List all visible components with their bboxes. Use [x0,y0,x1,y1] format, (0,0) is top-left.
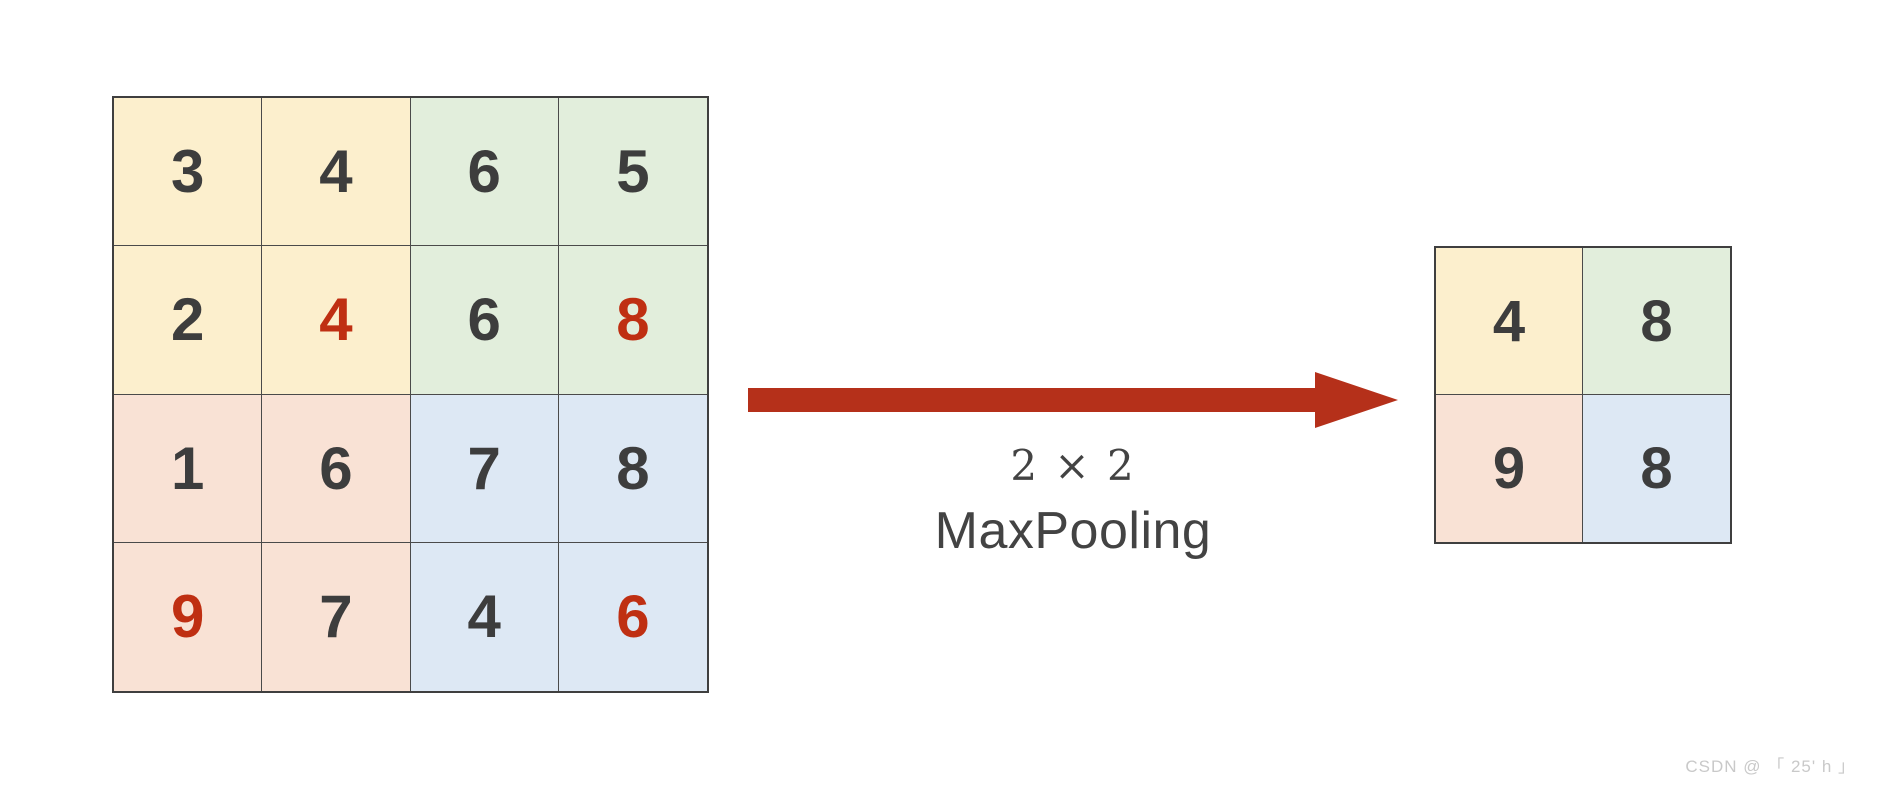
watermark: CSDN @ 「 25' h 」 [1685,757,1856,776]
input-matrix-cell: 6 [262,394,411,543]
input-matrix-cell-value: 4 [467,583,501,651]
output-matrix-cell: 9 [1436,395,1583,542]
output-matrix-cell-value: 8 [1640,288,1673,354]
input-matrix-cell: 8 [558,246,707,395]
input-matrix-cell: 4 [262,246,411,395]
input-matrix-cell-value: 8 [616,286,650,354]
input-matrix-cell-value: 6 [467,138,501,206]
input-matrix-cell-value: 6 [319,434,353,502]
input-matrix-cell: 3 [114,98,263,247]
input-matrix-cell-value: 9 [170,583,205,651]
output-matrix-cell-value: 4 [1492,288,1526,354]
input-matrix-cell: 7 [410,394,559,543]
input-matrix-cell: 9 [114,542,263,691]
kernel-size-label: 2 × 2 [1010,441,1136,490]
input-matrix: 3 4 6 5 2 4 6 8 1 6 7 8 9 7 4 6 [112,96,709,693]
output-matrix-cell: 8 [1583,395,1730,542]
operation-name-label: MaxPooling [934,501,1212,560]
input-matrix-cell-value: 4 [319,286,353,354]
input-matrix-cell-value: 4 [319,138,353,206]
input-matrix-cell-value: 3 [170,138,205,206]
input-matrix-cell-value: 6 [467,286,501,354]
input-matrix-cell-value: 6 [616,583,650,651]
input-matrix-cell: 4 [410,542,559,691]
input-matrix-cell-value: 7 [467,434,501,502]
output-matrix-cell-value: 9 [1492,436,1526,501]
output-matrix: 4 8 9 8 [1434,246,1732,544]
input-matrix-cell: 6 [558,542,707,691]
output-matrix-cell-value: 8 [1640,436,1673,501]
operation-caption: 2 × 2 MaxPooling [748,440,1398,564]
input-matrix-cell: 4 [262,98,411,247]
input-matrix-cell: 1 [114,394,263,543]
right-arrow-icon [748,372,1398,428]
output-matrix-cell: 4 [1436,248,1583,395]
input-matrix-cell-value: 1 [170,434,205,502]
input-matrix-cell: 8 [558,394,707,543]
output-matrix-cell: 8 [1583,248,1730,395]
input-matrix-cell: 2 [114,246,263,395]
input-matrix-cell-value: 8 [616,434,650,502]
input-matrix-cell: 6 [410,98,559,247]
input-matrix-cell-value: 5 [616,138,650,206]
input-matrix-cell-value: 2 [170,286,205,354]
input-matrix-cell: 5 [558,98,707,247]
input-matrix-cell-value: 7 [319,583,353,651]
input-matrix-cell: 7 [262,542,411,691]
input-matrix-cell: 6 [410,246,559,395]
